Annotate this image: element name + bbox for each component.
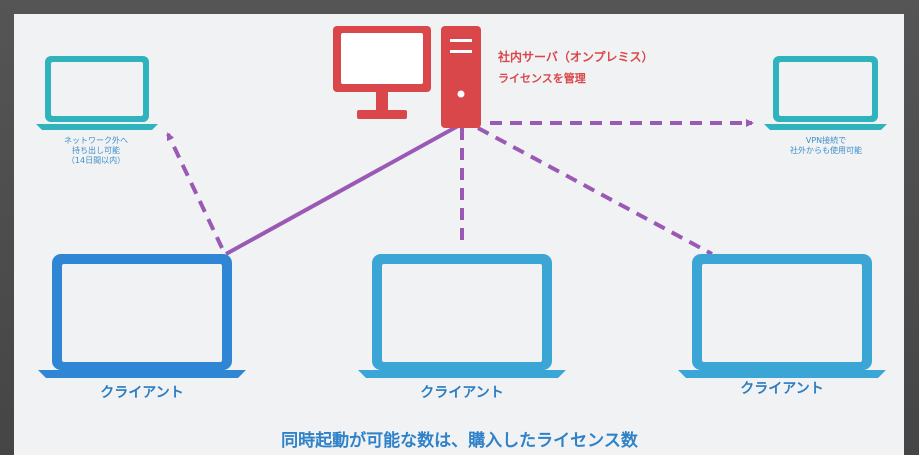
client-label-right: クライアント <box>740 381 824 397</box>
client-laptop-right-icon <box>678 254 886 378</box>
client-laptop-center-icon <box>358 254 566 378</box>
offsite-note-line: （14日間以内） <box>66 156 126 165</box>
client-laptop-left-icon <box>38 254 246 378</box>
server-title: 社内サーバ（オンプレミス） <box>498 50 654 64</box>
server-subtitle: ライセンスを管理 <box>498 72 586 85</box>
vpn-laptop-icon <box>764 56 887 130</box>
server-icon <box>333 26 481 128</box>
offsite-laptop-icon <box>36 56 158 130</box>
client-label-left: クライアント <box>100 385 184 401</box>
arrow-to-offsite-laptop <box>166 132 224 249</box>
client-label-center: クライアント <box>420 385 504 401</box>
vpn-note: VPN接続で 社外からも使用可能 <box>766 136 886 156</box>
vpn-note-line: VPN接続で <box>805 136 847 145</box>
offsite-note-line: ネットワーク外へ <box>64 136 128 145</box>
offsite-note: ネットワーク外へ 持ち出し可能 （14日間以内） <box>48 136 144 166</box>
connector-server-to-left-client <box>225 124 459 256</box>
offsite-note-line: 持ち出し可能 <box>72 146 120 155</box>
vpn-note-line: 社外からも使用可能 <box>790 146 862 155</box>
connector-server-to-right-client <box>477 126 713 256</box>
caption: 同時起動が可能な数は、購入したライセンス数 <box>281 431 638 451</box>
